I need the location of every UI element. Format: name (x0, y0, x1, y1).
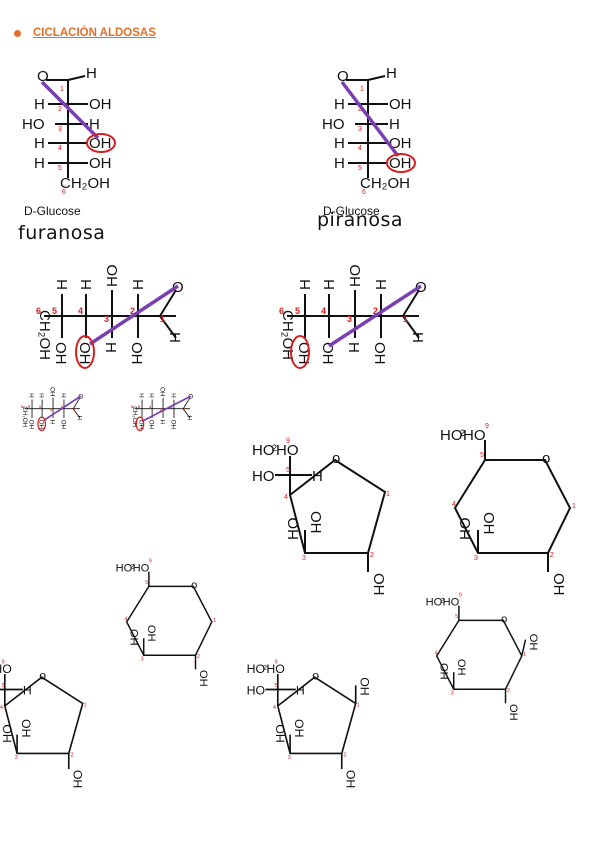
fischer-right (321, 64, 416, 197)
hydroxyl-circle-chain-right (290, 335, 310, 369)
bond-highlight-right (340, 80, 400, 158)
section-heading: CICLACIÓN ALDOSAS (14, 24, 156, 42)
chain-thumb-left (20, 386, 84, 432)
svg-text:OH: OH (358, 677, 372, 695)
bond-highlight-left (40, 80, 100, 140)
pyranose-ring-large (439, 422, 577, 597)
svg-text:OH: OH (527, 634, 539, 651)
furanose-ring-small-2: OH (245, 658, 372, 790)
bond-highlight-chain-right (328, 284, 422, 348)
chain-right (278, 263, 428, 369)
hydroxyl-circle-left (86, 133, 116, 153)
bond-highlight-chain-left (89, 284, 179, 346)
furanose-ring-small-1 (0, 658, 88, 790)
furanose-ring-large (251, 437, 391, 597)
left-ring-type: furanosa (18, 222, 106, 244)
hydroxyl-circle-chain-left (75, 335, 95, 369)
chain-left (35, 263, 185, 369)
chain-thumb-right (130, 386, 194, 432)
pyranose-ring-small-2: OH (424, 591, 539, 722)
fischer-left (21, 64, 116, 197)
right-ring-type: piranosa (317, 209, 404, 231)
right-compound-name: D-Glucose (323, 204, 380, 218)
section-title: CICLACIÓN ALDOSAS (33, 27, 156, 39)
left-compound-name: D-Glucose (24, 204, 81, 218)
hydroxyl-circle-right (386, 153, 416, 173)
bullet-icon (14, 29, 21, 37)
pyranose-ring-small-1 (114, 557, 218, 688)
